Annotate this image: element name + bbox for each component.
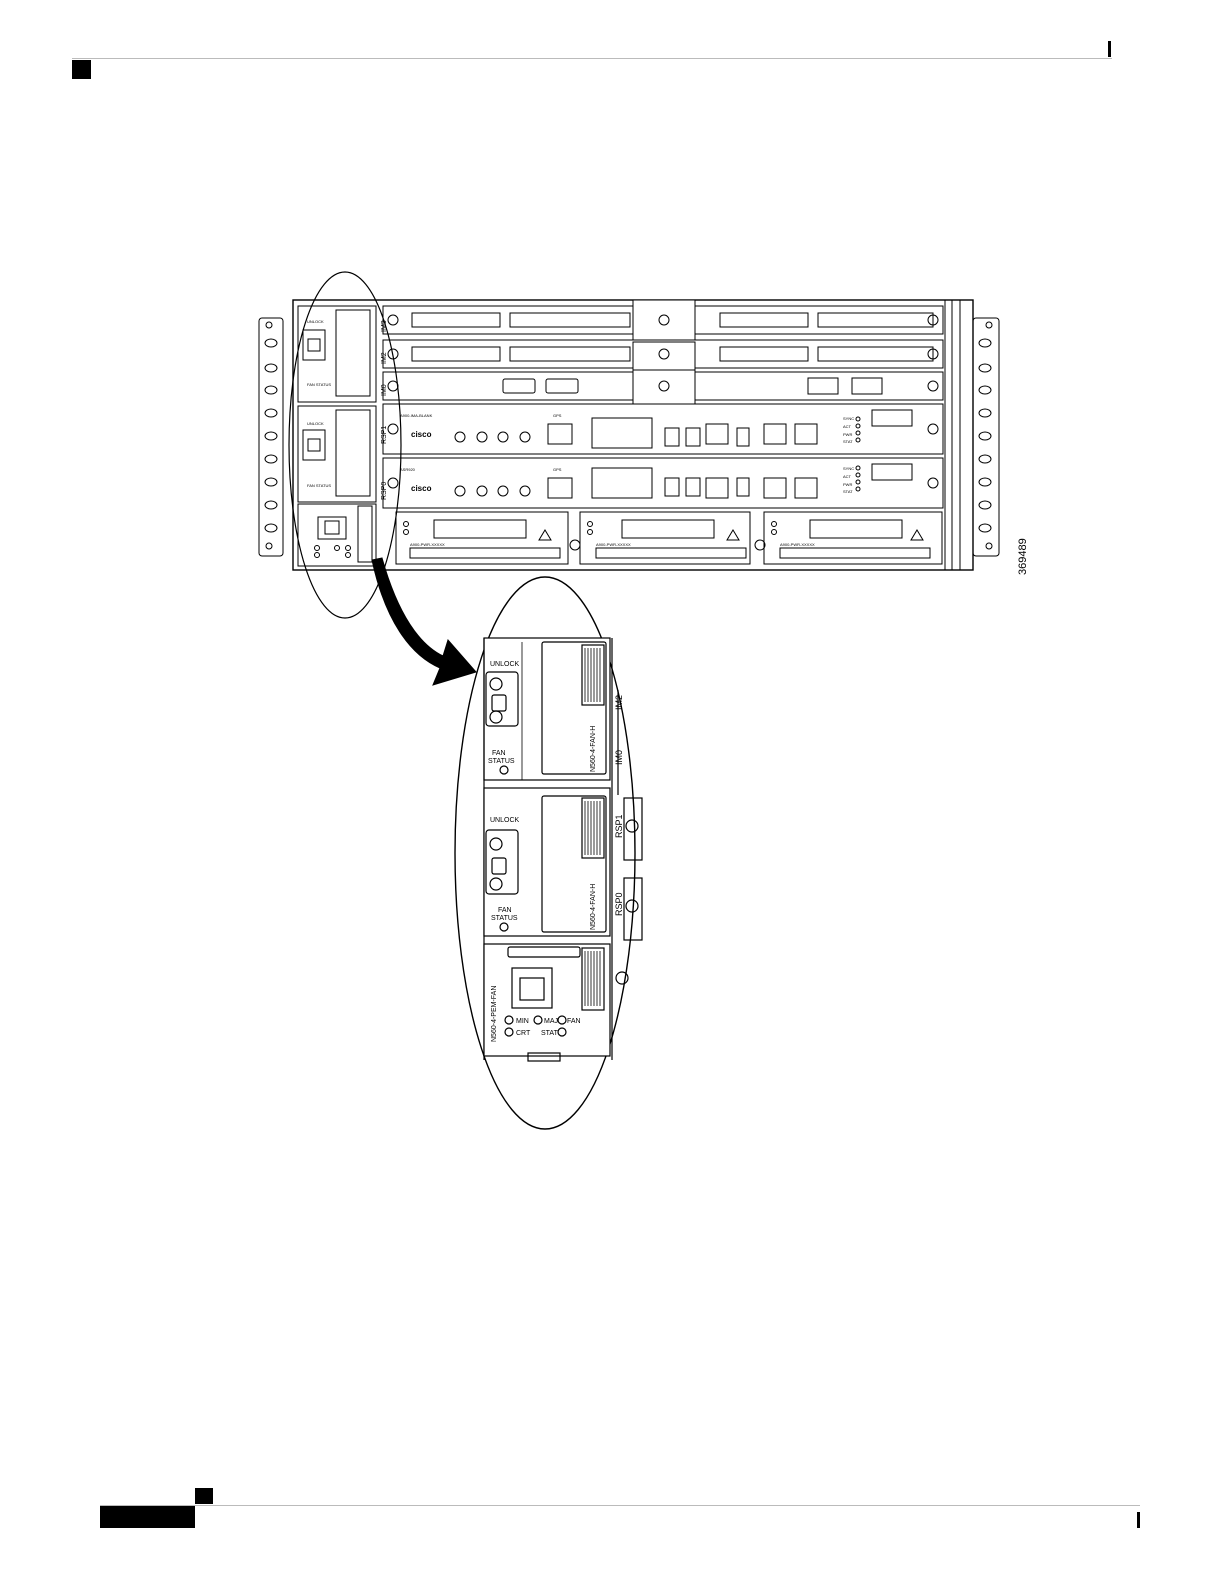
zoom-led-maj: MAJ [544,1018,558,1025]
footer-page-tab [100,1506,195,1528]
svg-text:PWR: PWR [843,482,852,487]
svg-text:A900-IMA-BLANK: A900-IMA-BLANK [400,413,433,418]
zoom-led-stat: STAT [541,1030,559,1037]
zoom-detail [454,576,643,1130]
im-slot-im0 [382,369,944,405]
callout-arrow [371,557,477,686]
header-rule [72,58,1112,59]
rsp-slot-rsp1 [382,403,944,455]
svg-text:ACT: ACT [843,474,852,479]
svg-text:FAN STATUS: FAN STATUS [307,382,331,387]
zoom-led-fan: FAN [567,1018,581,1025]
svg-text:STAT: STAT [843,439,853,444]
svg-text:A900-PWR-XXXXX: A900-PWR-XXXXX [780,542,815,547]
zoom-slot-im0: IM0 [614,750,624,765]
svg-text:ACT: ACT [843,424,852,429]
slot-label-im0: IM0 [381,384,388,396]
svg-text:SYNC: SYNC [843,416,854,421]
svg-text:SYNC: SYNC [843,466,854,471]
zoom-fan-status-top-1: FAN [492,750,506,757]
svg-text:STAT: STAT [843,489,853,494]
callout-ellipse-small [288,271,402,619]
zoom-fan-model-top: N560-4-FAN-H [590,726,597,772]
zoom-fan-status-mid-2: STATUS [491,915,518,922]
svg-text:FAN STATUS: FAN STATUS [307,483,331,488]
svg-text:UNLOCK: UNLOCK [307,319,324,324]
svg-text:PWR: PWR [843,432,852,437]
footer-rule [100,1505,1140,1506]
zoom-pem-model: N560-4-PEM-FAN [491,986,498,1042]
header-marker [72,60,91,79]
chassis-labels: A900-IMA-BLANK ASR920 GPS GPS UNLOCK UNL… [307,319,854,547]
im-slot-im3 [382,299,944,343]
zoom-fan-status-top-2: STATUS [488,758,515,765]
rsp-slot-rsp0 [382,457,944,509]
svg-text:UNLOCK: UNLOCK [307,421,324,426]
slot-label-rsp1: RSP1 [381,426,388,444]
svg-text:GPS: GPS [553,413,562,418]
im-slot-im2 [382,339,944,371]
chassis-front-view [258,299,1000,571]
slot-label-im3: IM3 [381,320,388,332]
svg-text:GPS: GPS [553,467,562,472]
zoom-labels: UNLOCK FAN STATUS N560-4-FAN-H IM2 IM0 U… [488,661,624,1042]
slot-label-im2: IM2 [381,352,388,364]
zoom-fan-status-mid-1: FAN [498,907,512,914]
svg-text:ASR920: ASR920 [400,467,416,472]
zoom-unlock-mid: UNLOCK [490,817,520,824]
slot-label-rsp0: RSP0 [381,482,388,500]
footer-tick [1137,1512,1140,1528]
zoom-led-crt: CRT [516,1030,531,1037]
zoom-slot-im2: IM2 [614,695,624,710]
header-tick [1108,41,1111,57]
psu-row [395,511,943,565]
figure-id-number: 369489 [1017,538,1029,575]
footer-marker [195,1488,213,1504]
svg-text:cisco: cisco [411,430,432,439]
zoom-fan-model-mid: N560-4-FAN-H [590,884,597,930]
svg-text:A900-PWR-XXXXX: A900-PWR-XXXXX [410,542,445,547]
zoom-slot-rsp0: RSP0 [614,892,624,916]
zoom-slot-rsp1: RSP1 [614,814,624,838]
svg-text:cisco: cisco [411,484,432,493]
zoom-barcodes [584,648,601,1006]
zoom-led-min: MIN [516,1018,529,1025]
svg-text:A900-PWR-XXXXX: A900-PWR-XXXXX [596,542,631,547]
zoom-unlock-top: UNLOCK [490,661,520,668]
